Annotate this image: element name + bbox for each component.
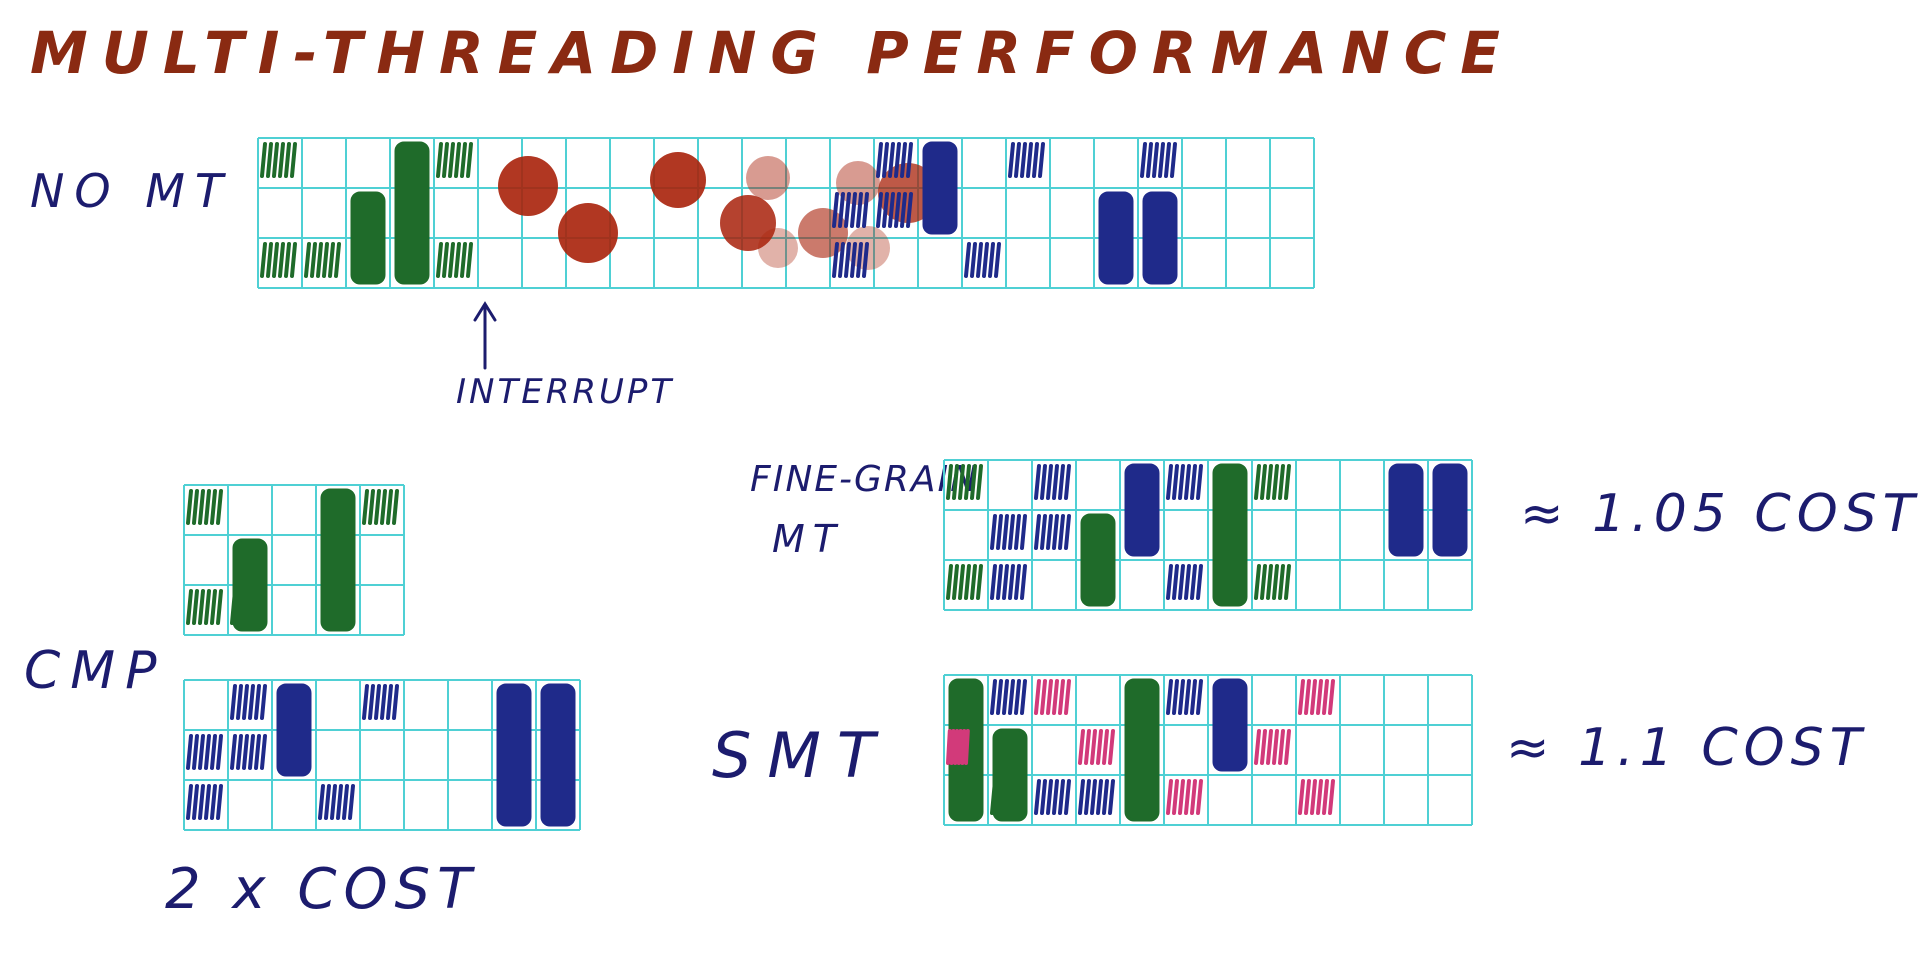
instruction-slot [832,192,869,228]
smt-label: SMT [712,719,891,792]
instruction-slot [436,142,473,178]
instruction-slot [1166,679,1203,715]
stall-cycle [558,203,618,263]
instruction-slot [1298,779,1335,815]
instruction-slot [260,242,297,278]
multi-issue-block [350,191,386,285]
instruction-slot [1078,729,1115,765]
instruction-slot [362,489,399,525]
instruction-slot [990,514,1027,550]
instruction-slot [186,489,223,525]
instruction-slot [964,242,1001,278]
instruction-slot [990,679,1027,715]
multi-issue-block [320,488,356,632]
stall-cycle [650,152,706,208]
diagram-title: MULTI-THREADING PERFORMANCE [30,19,1514,87]
multi-issue-block [232,538,268,632]
instruction-slot [1008,142,1045,178]
multi-issue-block [1212,678,1248,772]
multi-issue-block [496,683,532,827]
multi-issue-block [1124,678,1160,822]
instruction-slot [1254,564,1291,600]
instruction-slot [318,784,355,820]
instruction-slot [1166,779,1203,815]
fine-grain-label: FINE-GRAIN [750,459,980,500]
cmp-cost-label: 2 x COST [165,857,479,922]
instruction-slot [436,242,473,278]
fine-grain-mt-label: MT [772,517,844,561]
instruction-slot [946,464,983,500]
stall-cycle [758,228,798,268]
instruction-slot [990,564,1027,600]
instruction-slot [186,589,223,625]
instruction-slot [1034,464,1071,500]
multi-issue-block [1098,191,1134,285]
multi-issue-block [1124,463,1160,557]
cmp-label: CMP [24,641,167,701]
fine-grain-grid [943,459,1473,611]
no-mt-label: NO MT [30,164,234,218]
no-mt-grid [257,137,1315,289]
instruction-slot [832,242,869,278]
instruction-slot [230,684,267,720]
multi-issue-block [1142,191,1178,285]
instruction-slot [1298,679,1335,715]
instruction-slot [1166,464,1203,500]
instruction-slot [1078,779,1115,815]
instruction-slot [876,192,913,228]
instruction-slot [186,734,223,770]
multi-issue-block [1212,463,1248,607]
instruction-slot [1034,514,1071,550]
instruction-slot [946,564,983,600]
multi-issue-block [992,728,1028,822]
instruction-slot [876,142,913,178]
instruction-slot [362,684,399,720]
multi-issue-block [1388,463,1424,557]
instruction-slot [186,784,223,820]
smt-cost-label: ≈ 1.1 COST [1506,718,1868,778]
instruction-slot [1140,142,1177,178]
multi-issue-block [1432,463,1468,557]
smt-grid [943,674,1473,826]
instruction-slot [1034,779,1071,815]
fine-grain-cost-label: ≈ 1.05 COST [1520,484,1920,544]
multi-issue-block [922,141,958,235]
interrupt-label: INTERRUPT [456,372,675,412]
cmp-core2-grid [183,679,581,831]
arrow-up-icon [473,301,497,370]
multi-issue-block [394,141,430,285]
instruction-slot [1034,679,1071,715]
multi-issue-block [1080,513,1116,607]
instruction-slot [1166,564,1203,600]
cmp-core1-grid [183,484,405,636]
stall-cycle [720,195,776,251]
stall-cycle [746,156,790,200]
multi-issue-block [276,683,312,777]
multi-issue-block [540,683,576,827]
instruction-slot [304,242,341,278]
instruction-slot [1254,464,1291,500]
instruction-slot [1254,729,1291,765]
stall-cycle [498,156,558,216]
instruction-slot [230,734,267,770]
instruction-slot [260,142,297,178]
instruction-slot [946,729,970,765]
